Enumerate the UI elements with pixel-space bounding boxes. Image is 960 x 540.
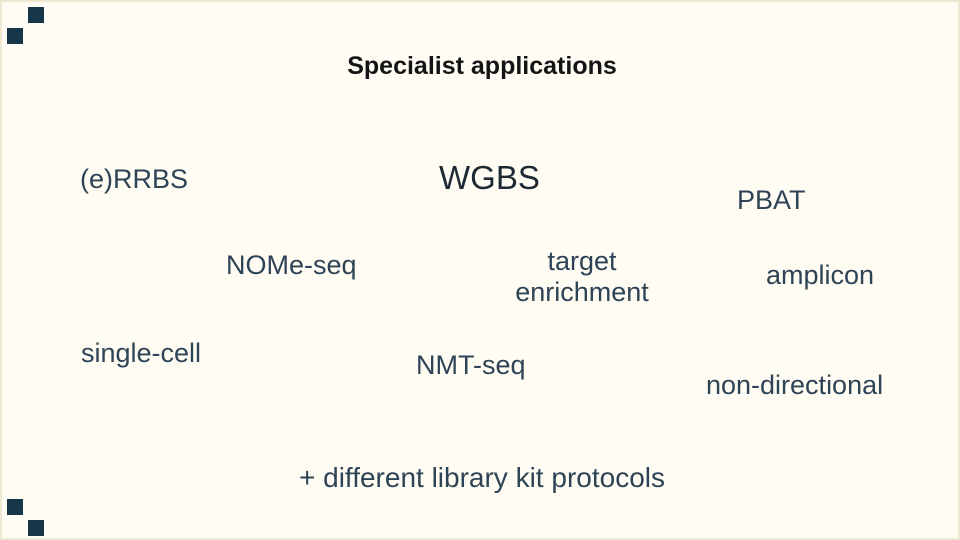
corner-accent-square-icon xyxy=(7,499,23,515)
label-wgbs: WGBS xyxy=(439,159,540,196)
label-nmt-seq: NMT-seq xyxy=(416,350,526,380)
label-amplicon: amplicon xyxy=(766,260,875,290)
corner-accent-square-icon xyxy=(7,28,23,44)
label-single-cell: single-cell xyxy=(81,338,202,368)
label-non-directional: non-directional xyxy=(706,370,884,400)
corner-accent-square-icon xyxy=(28,7,44,23)
label-target-enrichment: target enrichment xyxy=(515,246,649,308)
slide-title: Specialist applications xyxy=(347,52,617,80)
slide-footer: + different library kit protocols xyxy=(299,462,665,493)
label-pbat: PBAT xyxy=(737,185,806,215)
label-nome-seq: NOMe-seq xyxy=(226,250,357,280)
corner-accent-square-icon xyxy=(28,520,44,536)
label-errbs: (e)RRBS xyxy=(80,164,189,194)
